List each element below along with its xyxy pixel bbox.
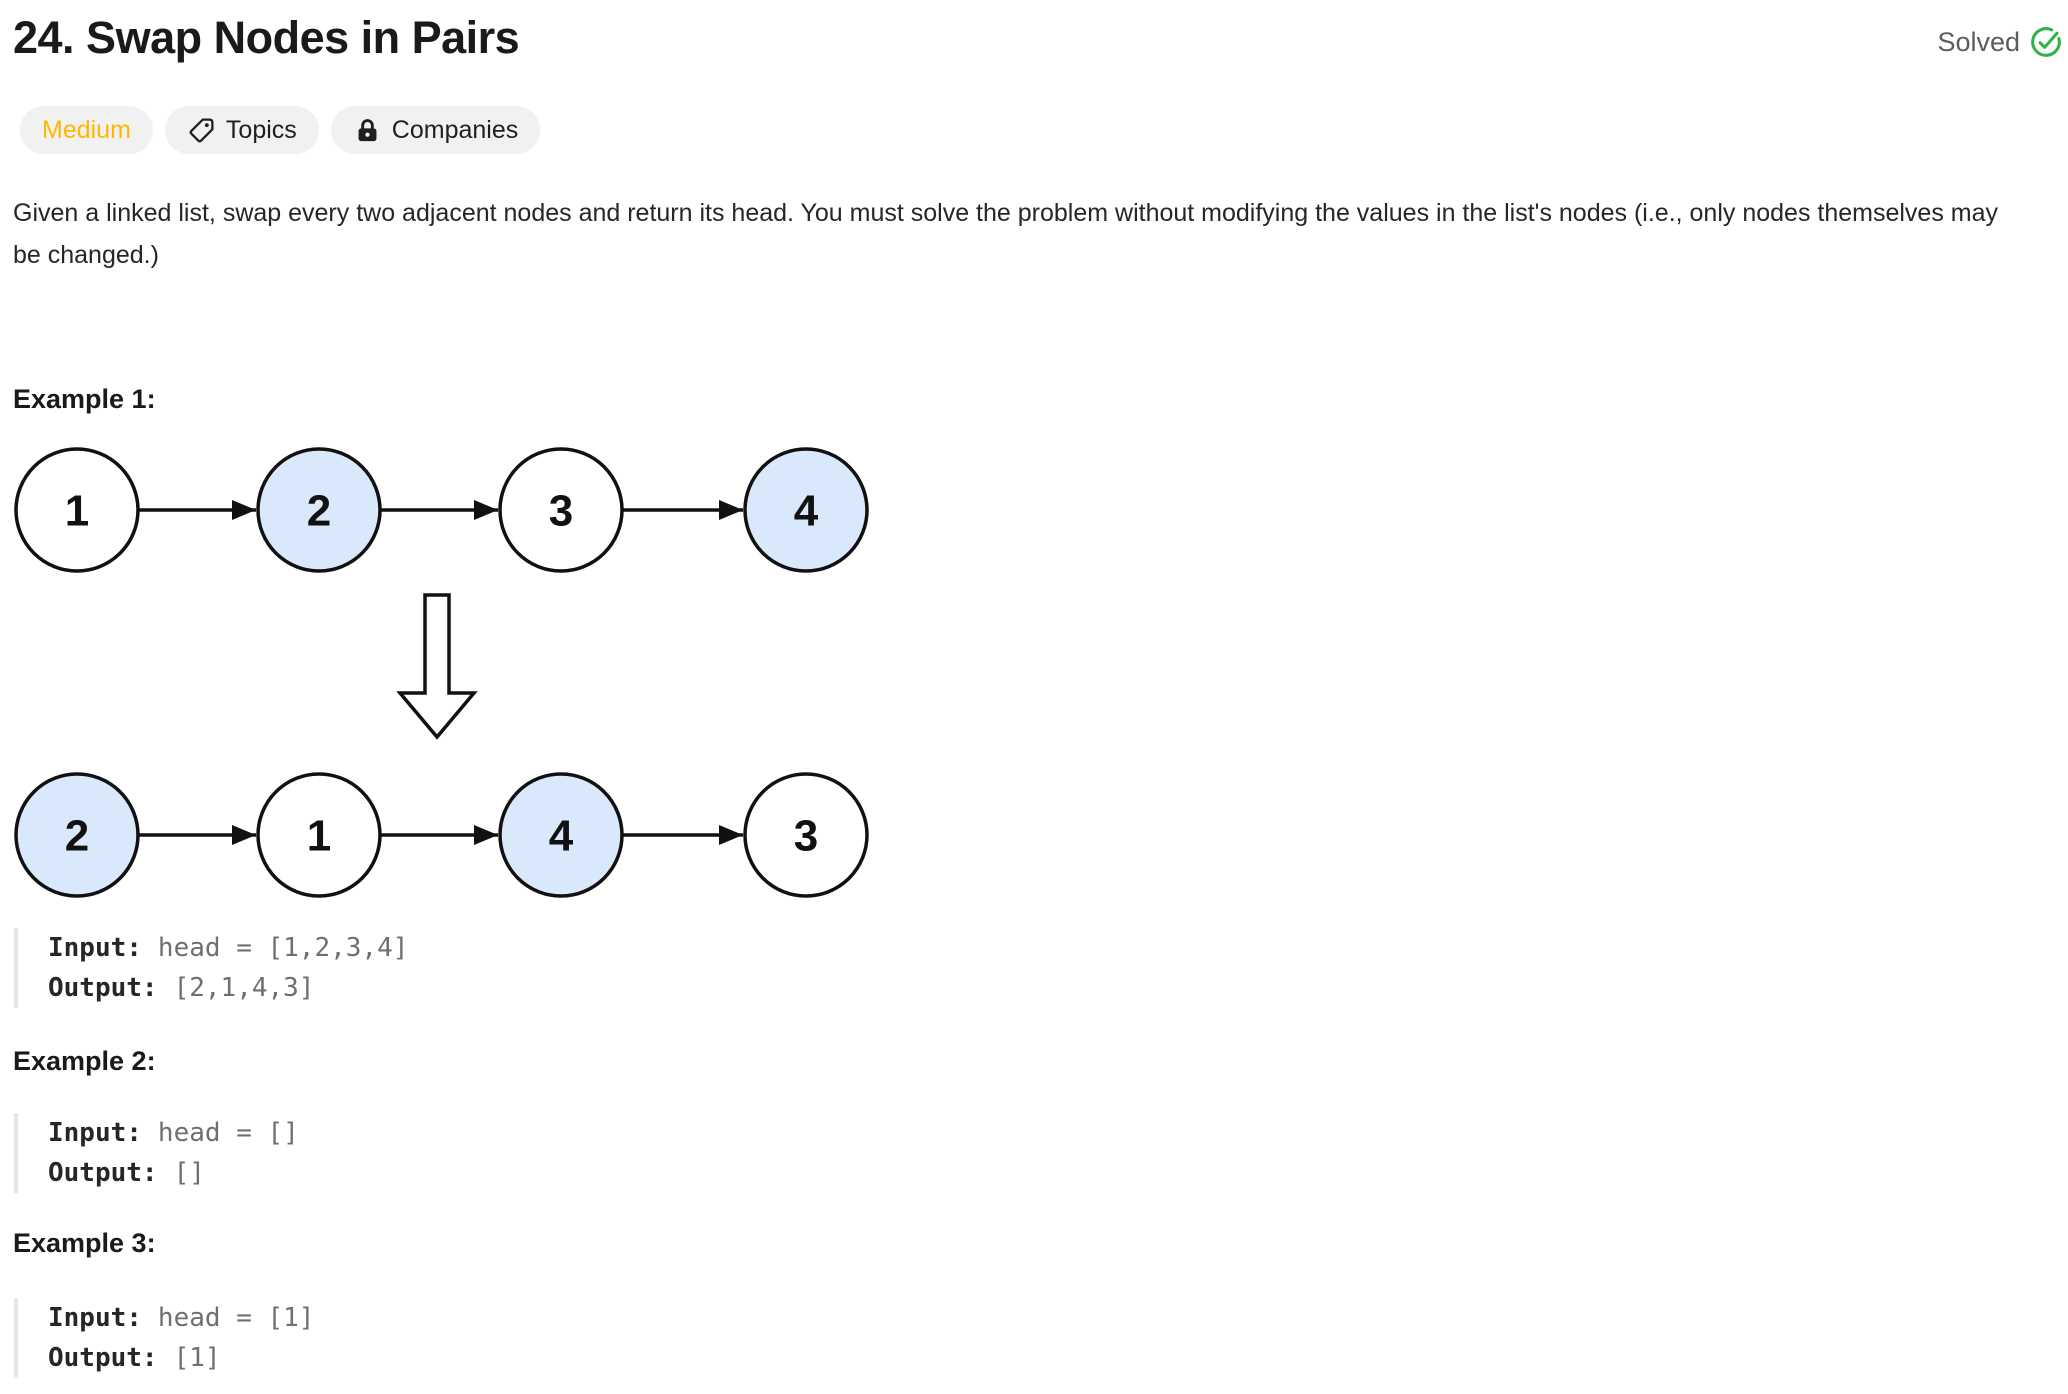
example-3-heading: Example 3: [13,1228,156,1258]
down-arrow-icon [396,593,478,740]
input-label: Input: [48,1118,142,1148]
node-value: 1 [65,486,89,535]
node-value: 4 [794,486,819,535]
list-node [256,447,382,573]
node-value: 4 [549,811,574,860]
example-output-line: Output: [2,1,4,3] [48,968,408,1008]
lock-icon [353,116,382,145]
output-label: Output: [48,1158,158,1188]
input-label: Input: [48,1303,142,1333]
difficulty-badge[interactable]: Medium [20,106,153,154]
output-value: [2,1,4,3] [173,973,315,1003]
output-label: Output: [48,1343,158,1373]
solved-status: Solved [1937,26,2062,58]
linked-list-after: 2 1 4 3 [14,772,869,898]
topics-label: Topics [225,115,297,144]
list-node [743,772,869,898]
difficulty-label: Medium [42,115,131,144]
output-value: [1] [173,1343,221,1373]
list-node [14,447,140,573]
input-value: head = [1,2,3,4] [157,933,409,963]
list-node [256,772,382,898]
problem-description: Given a linked list, swap every two adja… [13,199,1999,269]
node-value: 3 [549,486,573,535]
linked-list-diagram: 1 2 3 4 2 1 4 3 [14,447,869,898]
example-1-heading: Example 1: [13,384,156,414]
badge-row: Medium Topics Companies [20,106,541,154]
companies-label: Companies [391,115,519,144]
example-3-io: Input: head = [1] Output: [1] [14,1298,314,1378]
list-node [498,447,624,573]
example-input-line: Input: head = [1] [48,1298,314,1338]
input-value: head = [1] [157,1303,315,1333]
topics-button[interactable]: Topics [164,106,319,154]
example-2-heading: Example 2: [13,1046,156,1076]
node-value: 1 [307,811,331,860]
list-node [498,772,624,898]
example-output-line: Output: [1] [48,1338,314,1378]
node-value: 2 [65,811,89,860]
example-input-line: Input: head = [1,2,3,4] [48,928,408,968]
node-value: 3 [794,811,818,860]
example-input-line: Input: head = [] [48,1113,299,1153]
companies-button[interactable]: Companies [330,106,541,154]
input-value: head = [] [157,1118,299,1148]
list-node [743,447,869,573]
input-label: Input: [48,933,142,963]
linked-list-before: 1 2 3 4 [14,447,869,573]
solved-label: Solved [1937,26,2020,57]
list-node [14,772,140,898]
example-1-io: Input: head = [1,2,3,4] Output: [2,1,4,3] [14,928,408,1008]
output-label: Output: [48,973,158,1003]
problem-title: 24. Swap Nodes in Pairs [13,12,520,63]
example-output-line: Output: [] [48,1153,299,1193]
tag-icon [187,116,216,145]
example-2-io: Input: head = [] Output: [] [14,1113,299,1193]
node-value: 2 [307,486,331,535]
check-circle-icon [2030,26,2062,58]
output-value: [] [173,1158,205,1188]
